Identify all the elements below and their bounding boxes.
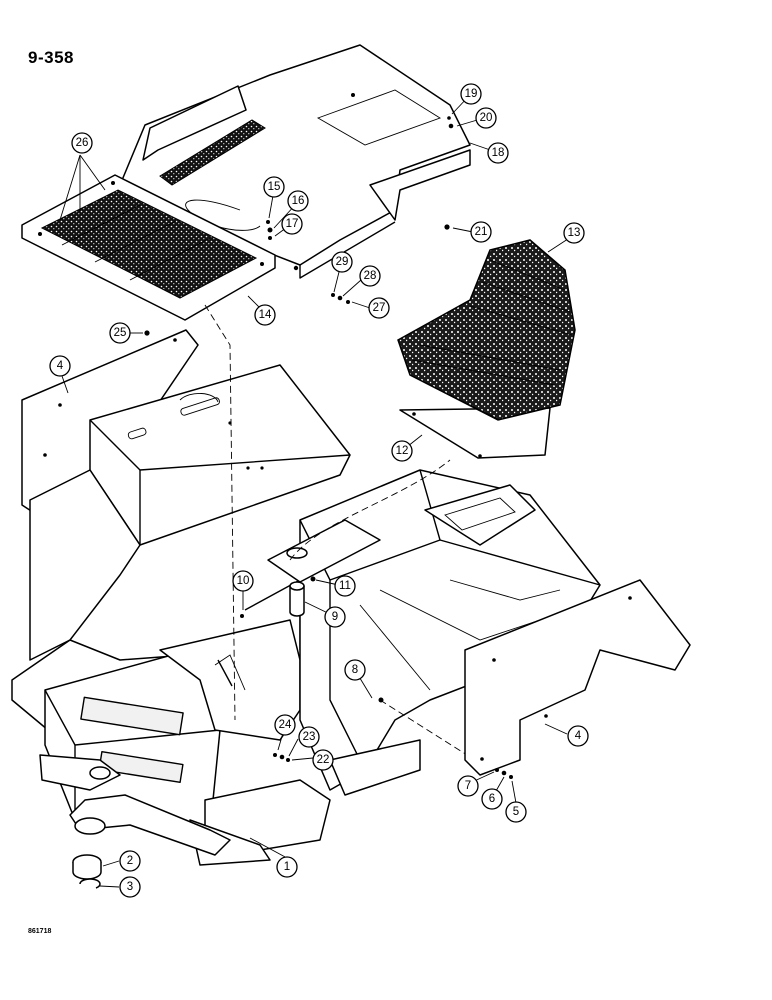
- svg-text:1: 1: [284, 861, 290, 873]
- svg-text:6: 6: [489, 793, 495, 805]
- callout-6: 6: [481, 788, 503, 810]
- svg-text:26: 26: [76, 137, 89, 149]
- callout-9: 9: [324, 606, 346, 628]
- callout-3: 3: [119, 876, 141, 898]
- svg-text:18: 18: [492, 147, 505, 159]
- callout-22: 22: [312, 749, 334, 771]
- seat-assembly: [397, 239, 576, 459]
- svg-text:19: 19: [465, 88, 478, 100]
- figure-code: 861718: [28, 928, 52, 935]
- callout-24: 24: [274, 714, 296, 736]
- callout-18: 18: [487, 142, 509, 164]
- svg-text:25: 25: [114, 327, 127, 339]
- callout-21: 21: [470, 221, 492, 243]
- floor-plate: [119, 44, 471, 279]
- svg-text:8: 8: [352, 664, 358, 676]
- svg-text:3: 3: [127, 881, 133, 893]
- main-chassis: [11, 304, 601, 889]
- callout-1: 1: [276, 856, 298, 878]
- svg-text:2: 2: [127, 855, 133, 867]
- svg-text:20: 20: [480, 112, 493, 124]
- callout-2: 2: [119, 850, 141, 872]
- callout-28: 28: [359, 265, 381, 287]
- svg-text:11: 11: [339, 580, 351, 592]
- callout-25: 25: [109, 322, 131, 344]
- callout-13: 13: [563, 222, 585, 244]
- svg-text:4: 4: [57, 360, 64, 372]
- svg-text:14: 14: [259, 309, 272, 321]
- floor-mat: [21, 174, 276, 321]
- svg-text:29: 29: [336, 256, 349, 268]
- svg-text:9: 9: [332, 611, 338, 623]
- callout-26: 26: [71, 132, 93, 154]
- callout-12: 12: [391, 440, 413, 462]
- svg-text:21: 21: [475, 226, 488, 238]
- svg-text:5: 5: [513, 806, 519, 818]
- callout-7: 7: [457, 775, 479, 797]
- svg-text:28: 28: [364, 270, 377, 282]
- callout-4-right: 4: [567, 725, 589, 747]
- svg-text:16: 16: [292, 195, 305, 207]
- svg-text:7: 7: [465, 780, 471, 792]
- callout-8: 8: [344, 659, 366, 681]
- callout-29: 29: [331, 251, 353, 273]
- callout-19: 19: [460, 83, 482, 105]
- callout-16: 16: [287, 190, 309, 212]
- callout-23: 23: [298, 726, 320, 748]
- svg-text:12: 12: [396, 445, 409, 457]
- callout-5: 5: [505, 801, 527, 823]
- callout-4-left: 4: [49, 355, 71, 377]
- right-panel: [464, 579, 691, 776]
- callout-17: 17: [281, 213, 303, 235]
- page-number: 9-358: [28, 48, 74, 67]
- svg-text:15: 15: [268, 181, 281, 193]
- svg-text:10: 10: [237, 575, 250, 587]
- callout-14: 14: [254, 304, 276, 326]
- callout-20: 20: [475, 107, 497, 129]
- callout-11: 11: [334, 575, 356, 597]
- svg-text:23: 23: [303, 731, 316, 743]
- svg-text:13: 13: [568, 227, 581, 239]
- svg-text:22: 22: [317, 754, 330, 766]
- callout-10: 10: [232, 570, 254, 592]
- callout-27: 27: [368, 297, 390, 319]
- svg-text:24: 24: [279, 719, 292, 731]
- svg-text:27: 27: [373, 302, 386, 314]
- callout-15: 15: [263, 176, 285, 198]
- svg-text:4: 4: [575, 730, 582, 742]
- svg-text:17: 17: [286, 218, 299, 230]
- hardware: [144, 116, 513, 779]
